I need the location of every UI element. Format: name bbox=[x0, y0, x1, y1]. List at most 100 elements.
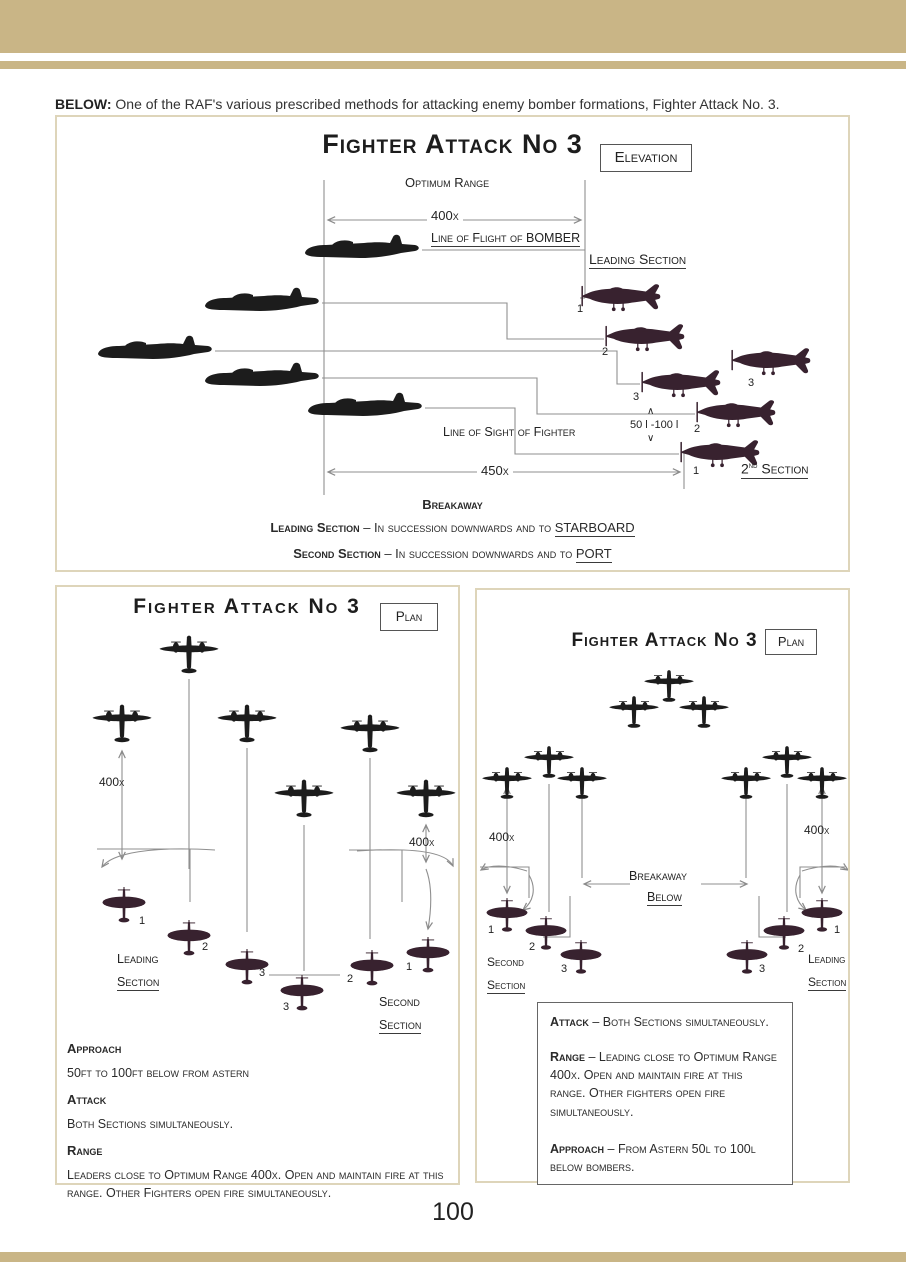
separation-arrow-down: ∨ bbox=[647, 433, 655, 444]
bomber-silhouette bbox=[721, 767, 771, 799]
bomber-silhouette bbox=[217, 704, 277, 743]
elevation-drawing bbox=[98, 180, 811, 495]
fighter-number: 2 bbox=[694, 423, 701, 435]
note-heading: Attack bbox=[67, 1092, 107, 1108]
top-accent-band bbox=[0, 61, 906, 69]
plan-left-title: Fighter Attack No 3 bbox=[133, 595, 361, 618]
breakaway-below-label: Below bbox=[647, 890, 682, 906]
bomber-silhouette bbox=[92, 704, 152, 743]
range-400-label: 400x bbox=[99, 775, 125, 789]
second-section-label: Second bbox=[487, 955, 524, 969]
optimum-range-label: Optimum Range bbox=[405, 175, 490, 190]
note-line: Approach – From Astern 50l to 100l below… bbox=[550, 1141, 756, 1174]
second-section-label: Section bbox=[379, 1018, 422, 1034]
bomber-silhouette bbox=[396, 779, 456, 818]
plan-right-title: Fighter Attack No 3 bbox=[571, 630, 758, 651]
bomber-silhouette bbox=[205, 287, 319, 311]
fighter-silhouette bbox=[605, 324, 685, 352]
fighter-silhouette bbox=[641, 370, 721, 398]
bomber-silhouette bbox=[305, 234, 419, 258]
fighter-number: 2 bbox=[602, 346, 609, 358]
bomber-silhouette bbox=[679, 696, 729, 728]
breakaway-rule-leading: Leading Section – In succession downward… bbox=[270, 520, 635, 537]
second-section-label: Second bbox=[379, 995, 420, 1009]
caption-lead-in: BELOW: bbox=[55, 96, 112, 112]
elevation-title: Fighter Attack No 3 bbox=[322, 129, 583, 159]
top-band bbox=[0, 0, 906, 53]
bomber-silhouette bbox=[797, 767, 847, 799]
breakaway-rule-second: Second Section – In succession downwards… bbox=[293, 546, 612, 563]
tactics-notes-box: Attack – Both Sections simultaneously. R… bbox=[537, 1002, 793, 1185]
note-body: Leaders close to Optimum Range 400x. Ope… bbox=[67, 1168, 444, 1201]
view-label-box: Elevation bbox=[600, 144, 692, 172]
fighter-number: 3 bbox=[748, 377, 755, 389]
bomber-silhouette bbox=[644, 670, 694, 702]
fighter-silhouette bbox=[696, 400, 776, 428]
range-400-label: 400x bbox=[427, 208, 463, 223]
elevation-diagram: Fighter Attack No 3 Elevation Optimum Ra… bbox=[55, 115, 850, 572]
bomber-silhouette bbox=[524, 746, 574, 778]
fighter-number: 3 bbox=[759, 963, 766, 975]
fighter-number: 1 bbox=[693, 465, 700, 477]
tactics-notes: Approach 50ft to 100ft below from astern… bbox=[67, 1031, 453, 1203]
leading-section-label: Leading Section bbox=[589, 251, 687, 269]
bomber-silhouette bbox=[482, 767, 532, 799]
fighter-number: 3 bbox=[259, 967, 266, 979]
range-450-label: 450x bbox=[477, 463, 513, 478]
caption-text: One of the RAF's various prescribed meth… bbox=[111, 96, 780, 112]
bomber-silhouette bbox=[609, 696, 659, 728]
bomber-silhouette bbox=[98, 335, 212, 359]
fighter-number: 2 bbox=[798, 943, 805, 955]
page-number: 100 bbox=[432, 1198, 474, 1226]
plan-right-drawing bbox=[479, 670, 848, 974]
bomber-silhouette bbox=[557, 767, 607, 799]
note-body: 50ft to 100ft below from astern bbox=[67, 1066, 249, 1080]
plan-right-diagram: Fighter Attack No 3 Plan 400x 400x Break… bbox=[475, 588, 850, 1185]
plan-left-diagram: Fighter Attack No 3 Plan 400x 400x 1 2 3… bbox=[55, 585, 460, 1200]
bomber-silhouette bbox=[205, 362, 319, 386]
bomber-silhouette bbox=[340, 714, 400, 753]
fighter-silhouette bbox=[731, 348, 811, 376]
fighter-number: 3 bbox=[633, 391, 640, 403]
fighter-number: 1 bbox=[488, 924, 495, 936]
plan-left-drawing bbox=[92, 635, 456, 1011]
fighter-number: 1 bbox=[834, 924, 841, 936]
page-caption: BELOW: One of the RAF's various prescrib… bbox=[55, 96, 875, 112]
bomber-silhouette bbox=[159, 635, 219, 674]
range-400-label: 400x bbox=[489, 830, 515, 844]
fighter-number: 1 bbox=[139, 915, 146, 927]
leading-section-label: Section bbox=[808, 975, 847, 991]
bomber-silhouette bbox=[274, 779, 334, 818]
range-400-label: 400x bbox=[804, 823, 830, 837]
fighter-number: 3 bbox=[283, 1001, 290, 1013]
fighter-silhouette bbox=[581, 284, 661, 312]
fighter-number: 1 bbox=[406, 961, 413, 973]
second-section-label: Section bbox=[487, 978, 526, 994]
bomber-silhouette bbox=[762, 746, 812, 778]
line-of-flight-label: Line of Flight of BOMBER bbox=[431, 231, 581, 247]
fighter-number: 3 bbox=[561, 963, 568, 975]
note-heading: Range bbox=[67, 1143, 103, 1159]
fighter-number: 1 bbox=[577, 303, 584, 315]
separation-label: 50 l -100 l bbox=[630, 419, 679, 431]
leading-section-label: Section bbox=[117, 975, 160, 991]
separation-arrow-up: ∧ bbox=[647, 406, 655, 417]
fighter-number: 2 bbox=[347, 973, 354, 985]
leading-section-label: Leading bbox=[808, 952, 846, 966]
fighter-silhouette bbox=[350, 950, 394, 986]
fighter-silhouette bbox=[406, 937, 450, 973]
line-of-sight-label: Line of Sight of Fighter bbox=[443, 425, 576, 439]
bottom-band bbox=[0, 1252, 906, 1262]
bomber-silhouette bbox=[308, 392, 422, 416]
note-line: Attack – Both Sections simultaneously. bbox=[550, 1015, 769, 1029]
second-section-label: 2nd Section bbox=[741, 460, 809, 479]
note-heading: Approach bbox=[67, 1041, 122, 1056]
note-body: Both Sections simultaneously. bbox=[67, 1117, 234, 1132]
breakaway-label: Breakaway bbox=[629, 869, 688, 883]
range-400-label: 400x bbox=[409, 835, 435, 849]
view-label-box: Plan bbox=[380, 603, 438, 631]
note-line: Range – Leading close to Optimum Range 4… bbox=[550, 1050, 777, 1119]
view-label-box: Plan bbox=[765, 629, 817, 655]
breakaway-title: Breakaway bbox=[422, 497, 483, 512]
